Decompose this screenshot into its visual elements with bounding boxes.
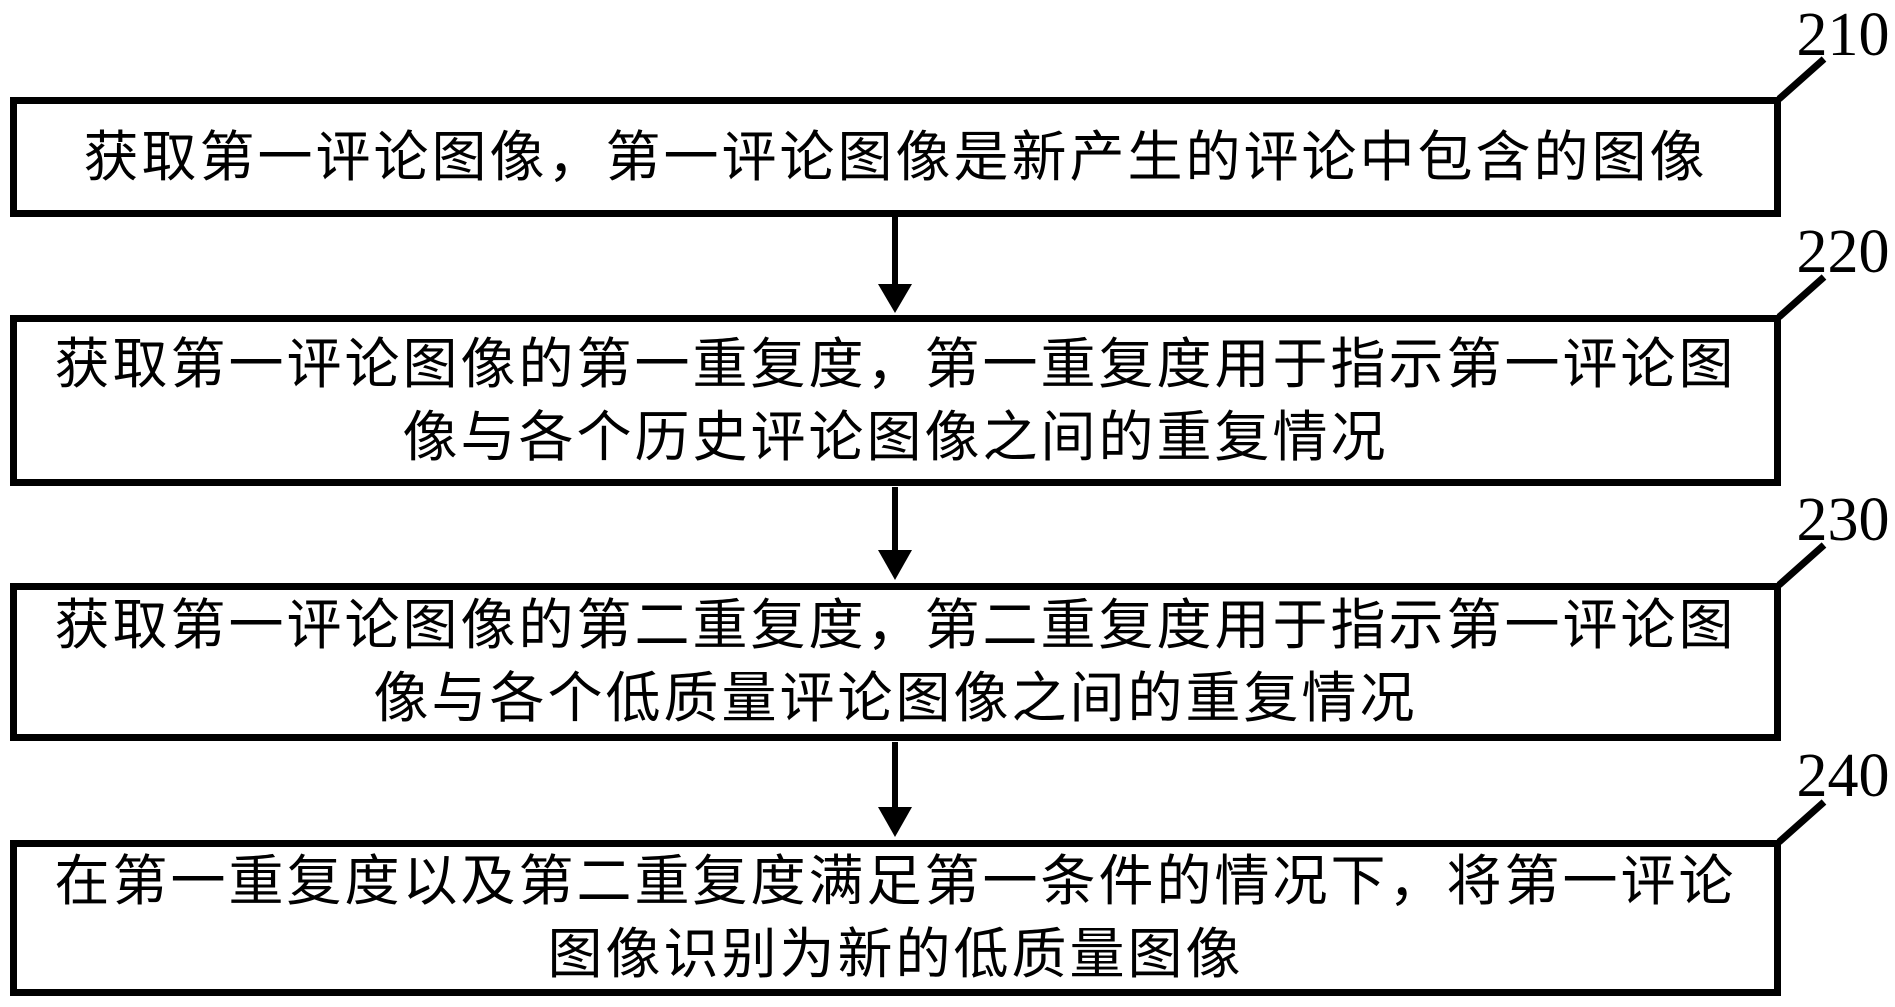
step-220-text-line-2: 像与各个历史评论图像之间的重复情况 <box>402 406 1389 468</box>
flow-arrow-2-icon <box>878 487 912 580</box>
flow-arrow-3-icon <box>878 742 912 837</box>
ref-leader-line-230-icon <box>1776 542 1827 588</box>
step-ref-230: 230 <box>1796 486 1890 554</box>
step-220-text-line-1: 获取第一评论图像的第一重复度，第一重复度用于指示第一评论图 <box>54 333 1737 395</box>
ref-leader-line-220-icon <box>1776 274 1827 320</box>
step-box-230: 获取第一评论图像的第二重复度，第二重复度用于指示第一评论图 像与各个低质量评论图… <box>10 583 1781 741</box>
step-ref-220: 220 <box>1796 218 1890 286</box>
step-240-text-line-1: 在第一重复度以及第二重复度满足第一条件的情况下，将第一评论 <box>54 851 1737 912</box>
step-210-text-line-1: 获取第一评论图像，第一评论图像是新产生的评论中包含的图像 <box>83 126 1708 188</box>
step-230-text-line-2: 像与各个低质量评论图像之间的重复情况 <box>373 668 1418 729</box>
ref-leader-line-210-icon <box>1776 56 1827 102</box>
step-230-text-line-1: 获取第一评论图像的第二重复度，第二重复度用于指示第一评论图 <box>54 595 1737 656</box>
flow-arrow-1-icon <box>878 217 912 313</box>
step-box-210: 获取第一评论图像，第一评论图像是新产生的评论中包含的图像 <box>10 97 1781 217</box>
step-ref-240: 240 <box>1796 742 1890 810</box>
step-ref-210: 210 <box>1796 1 1890 69</box>
step-box-240: 在第一重复度以及第二重复度满足第一条件的情况下，将第一评论 图像识别为新的低质量… <box>10 840 1781 996</box>
ref-leader-line-240-icon <box>1776 799 1827 845</box>
step-240-text-line-2: 图像识别为新的低质量图像 <box>547 924 1244 985</box>
step-box-220: 获取第一评论图像的第一重复度，第一重复度用于指示第一评论图 像与各个历史评论图像… <box>10 315 1781 486</box>
